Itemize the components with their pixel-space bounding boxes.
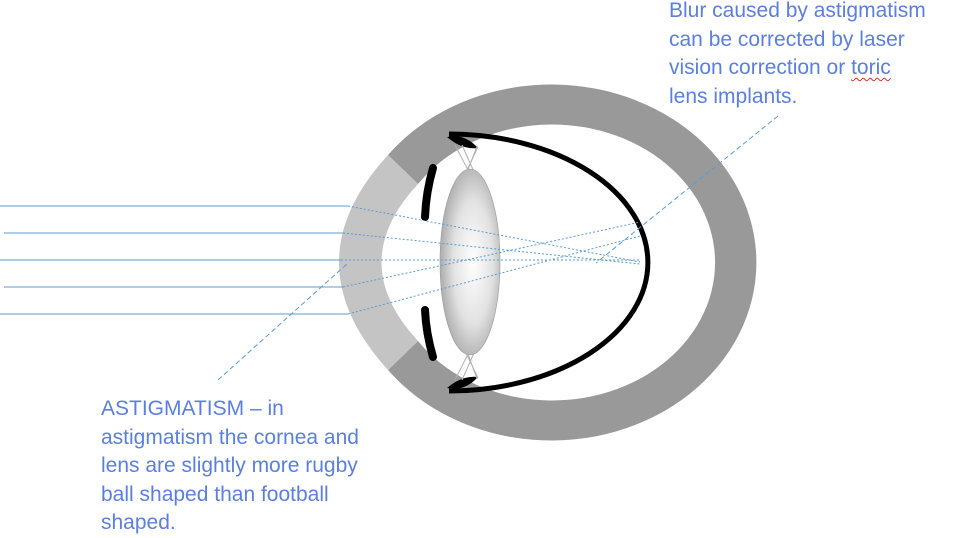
ciliary-body-bottom [447, 376, 478, 389]
annotation-line: lens implants. [669, 84, 798, 108]
annotation-line: ball shaped than football [101, 482, 329, 506]
leader-line-right [595, 115, 779, 264]
iris-top [421, 164, 437, 221]
incoming-light-rays [0, 205, 348, 315]
lens [439, 168, 501, 356]
ciliary-body-top [447, 136, 478, 149]
annotation-line: astigmatism the cornea and [101, 425, 359, 449]
refracted-light-rays [341, 205, 641, 315]
retina [448, 131, 651, 394]
astigmatism-annotation: ASTIGMATISM – in astigmatism the cornea … [101, 395, 359, 538]
leader-line-left [217, 262, 349, 381]
annotation-line: can be corrected by laser [669, 27, 905, 51]
cornea [339, 155, 418, 370]
iris-bottom [421, 306, 437, 361]
annotation-line-text: vision correction or [669, 56, 852, 79]
annotation-line: shaped. [101, 511, 176, 534]
annotation-line: lens are slightly more rugby [101, 454, 358, 477]
spellcheck-word: toric [851, 56, 891, 79]
annotation-line: vision correction or toric [669, 54, 926, 83]
annotation-line: ASTIGMATISM – in [101, 397, 284, 420]
correction-annotation: Blur caused by astigmatism can be correc… [669, 0, 926, 111]
annotation-line: Blur caused by astigmatism [669, 0, 926, 22]
